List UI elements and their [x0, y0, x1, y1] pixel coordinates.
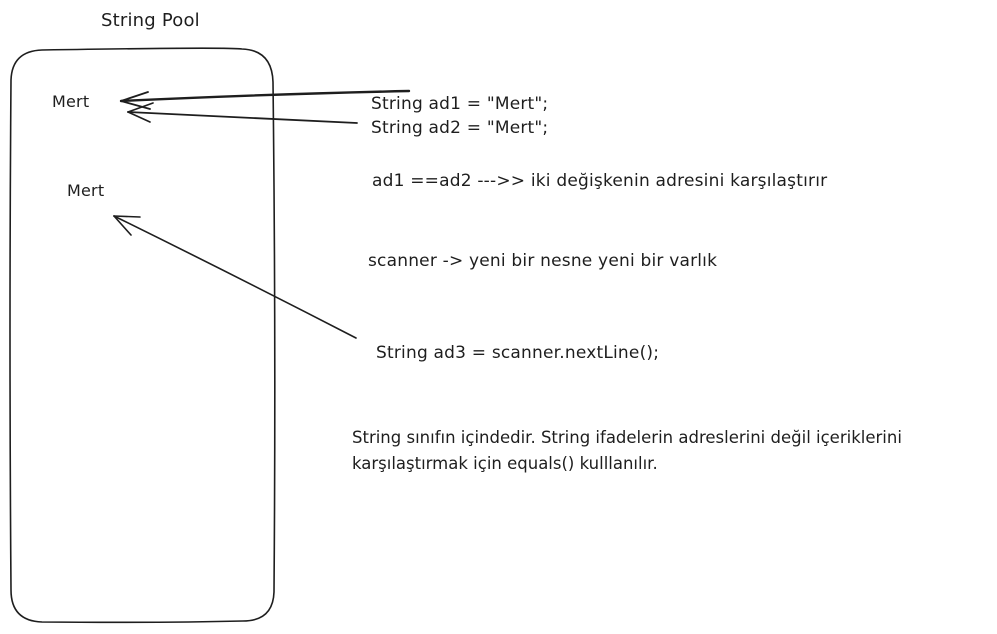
code-line-ad3: String ad3 = scanner.nextLine(); [376, 343, 660, 363]
scanner-note: scanner -> yeni bir nesne yeni bir varlı… [368, 251, 718, 271]
arrow-ad3-to-mert [113, 215, 357, 339]
arrow-ad1-to-mert [119, 89, 411, 110]
explanation-line-2: karşılaştırmak için equals() kulllanılır… [352, 454, 658, 473]
code-line-ad2: String ad2 = "Mert"; [371, 118, 549, 138]
string-pool-box [9, 47, 276, 624]
pool-string-mert-2: Mert [67, 181, 105, 200]
compare-note: ad1 ==ad2 --->> iki değişkenin adresini … [372, 171, 828, 191]
code-line-ad1: String ad1 = "Mert"; [371, 94, 549, 114]
pool-string-mert-1: Mert [52, 92, 90, 111]
arrow-ad2-to-mert [127, 102, 358, 124]
explanation-line-1: String sınıfın içindedir. String ifadele… [352, 428, 902, 447]
string-pool-title: String Pool [101, 10, 200, 31]
